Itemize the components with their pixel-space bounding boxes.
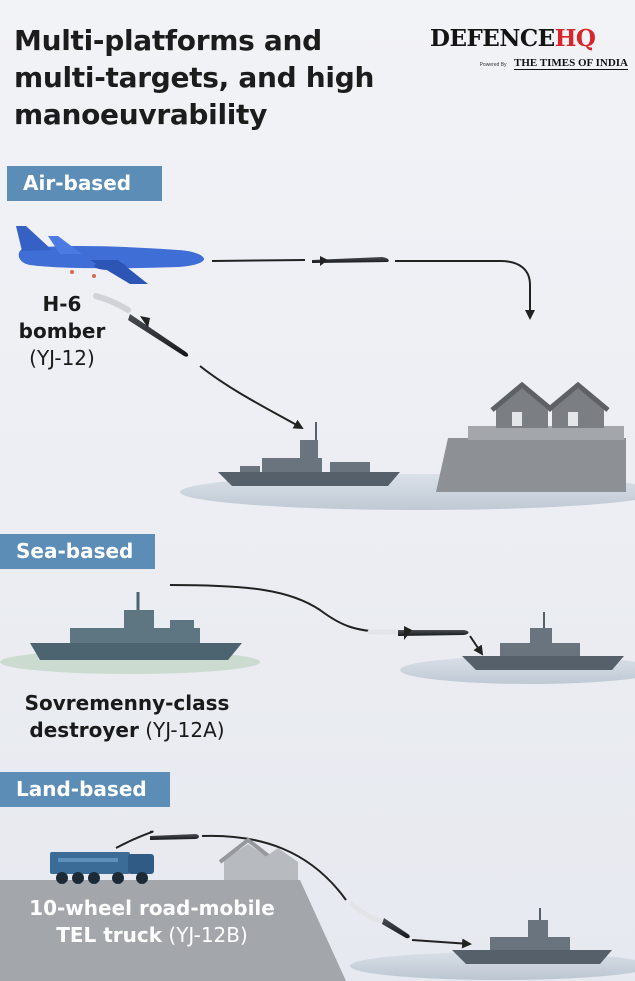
air-path-a	[211, 259, 306, 262]
cruise-missile-icon	[312, 256, 389, 266]
sea-path-a	[169, 584, 391, 633]
air-platform-type: bomber	[18, 319, 106, 343]
house-icon	[258, 848, 298, 880]
brand-byline: Powered By THE TIMES OF INDIA	[430, 53, 628, 71]
land-platform-name: 10-wheel road-mobile	[29, 896, 275, 920]
sea-platform-name: Sovremenny-class	[24, 691, 230, 715]
air-platform-label: H-6 bomber (YJ-12)	[12, 291, 112, 372]
sea-missile: (YJ-12A)	[145, 718, 225, 742]
brand-main: DEFENCE	[430, 25, 555, 52]
cruise-missile-icon	[349, 901, 410, 939]
warship-icon	[218, 422, 400, 486]
house-icon	[490, 381, 554, 428]
air-platform-name: H-6	[42, 292, 82, 316]
section-tag-air: Air-based	[7, 166, 162, 201]
brand-logo: DEFENCEHQ Powered By THE TIMES OF INDIA	[430, 25, 628, 71]
cruise-missile-icon	[367, 626, 469, 640]
air-path-b	[395, 260, 535, 320]
air-missile: (YJ-12)	[29, 346, 95, 370]
air-path-c	[199, 365, 304, 429]
coastal-fortification-icon	[436, 381, 626, 492]
section-tag-land: Land-based	[0, 772, 170, 807]
powered-by-text: Powered By	[479, 62, 507, 68]
warship-icon	[30, 592, 242, 660]
sea-path-b	[469, 635, 484, 656]
cruise-missile-icon	[150, 834, 199, 840]
cruise-missile-icon	[93, 293, 189, 357]
warship-icon	[462, 612, 624, 670]
land-mass	[0, 880, 346, 981]
brand-wordmark: DEFENCEHQ	[430, 25, 628, 52]
warship-icon	[452, 908, 612, 964]
land-section-art	[0, 830, 635, 981]
sea-platform-label: Sovremenny-class destroyer (YJ-12A)	[2, 690, 252, 744]
land-platform-type: TEL truck	[56, 923, 163, 947]
land-missile: (YJ-12B)	[168, 923, 248, 947]
sea-section-art	[0, 584, 635, 684]
air-section-art	[16, 226, 635, 510]
land-path-a	[115, 830, 154, 849]
bomber-aircraft-icon	[16, 226, 205, 284]
sea-platform-type: destroyer	[29, 718, 139, 742]
tel-truck-icon	[50, 852, 154, 884]
house-icon	[546, 381, 610, 428]
land-path-b	[201, 834, 347, 901]
page-title: Multi-platforms and multi-targets, and h…	[14, 24, 375, 131]
publisher-name: THE TIMES OF INDIA	[514, 57, 628, 70]
land-path-c	[411, 938, 472, 949]
section-tag-sea: Sea-based	[0, 534, 155, 569]
land-platform-label: 10-wheel road-mobile TEL truck (YJ-12B)	[2, 895, 302, 949]
brand-accent: HQ	[554, 25, 596, 52]
